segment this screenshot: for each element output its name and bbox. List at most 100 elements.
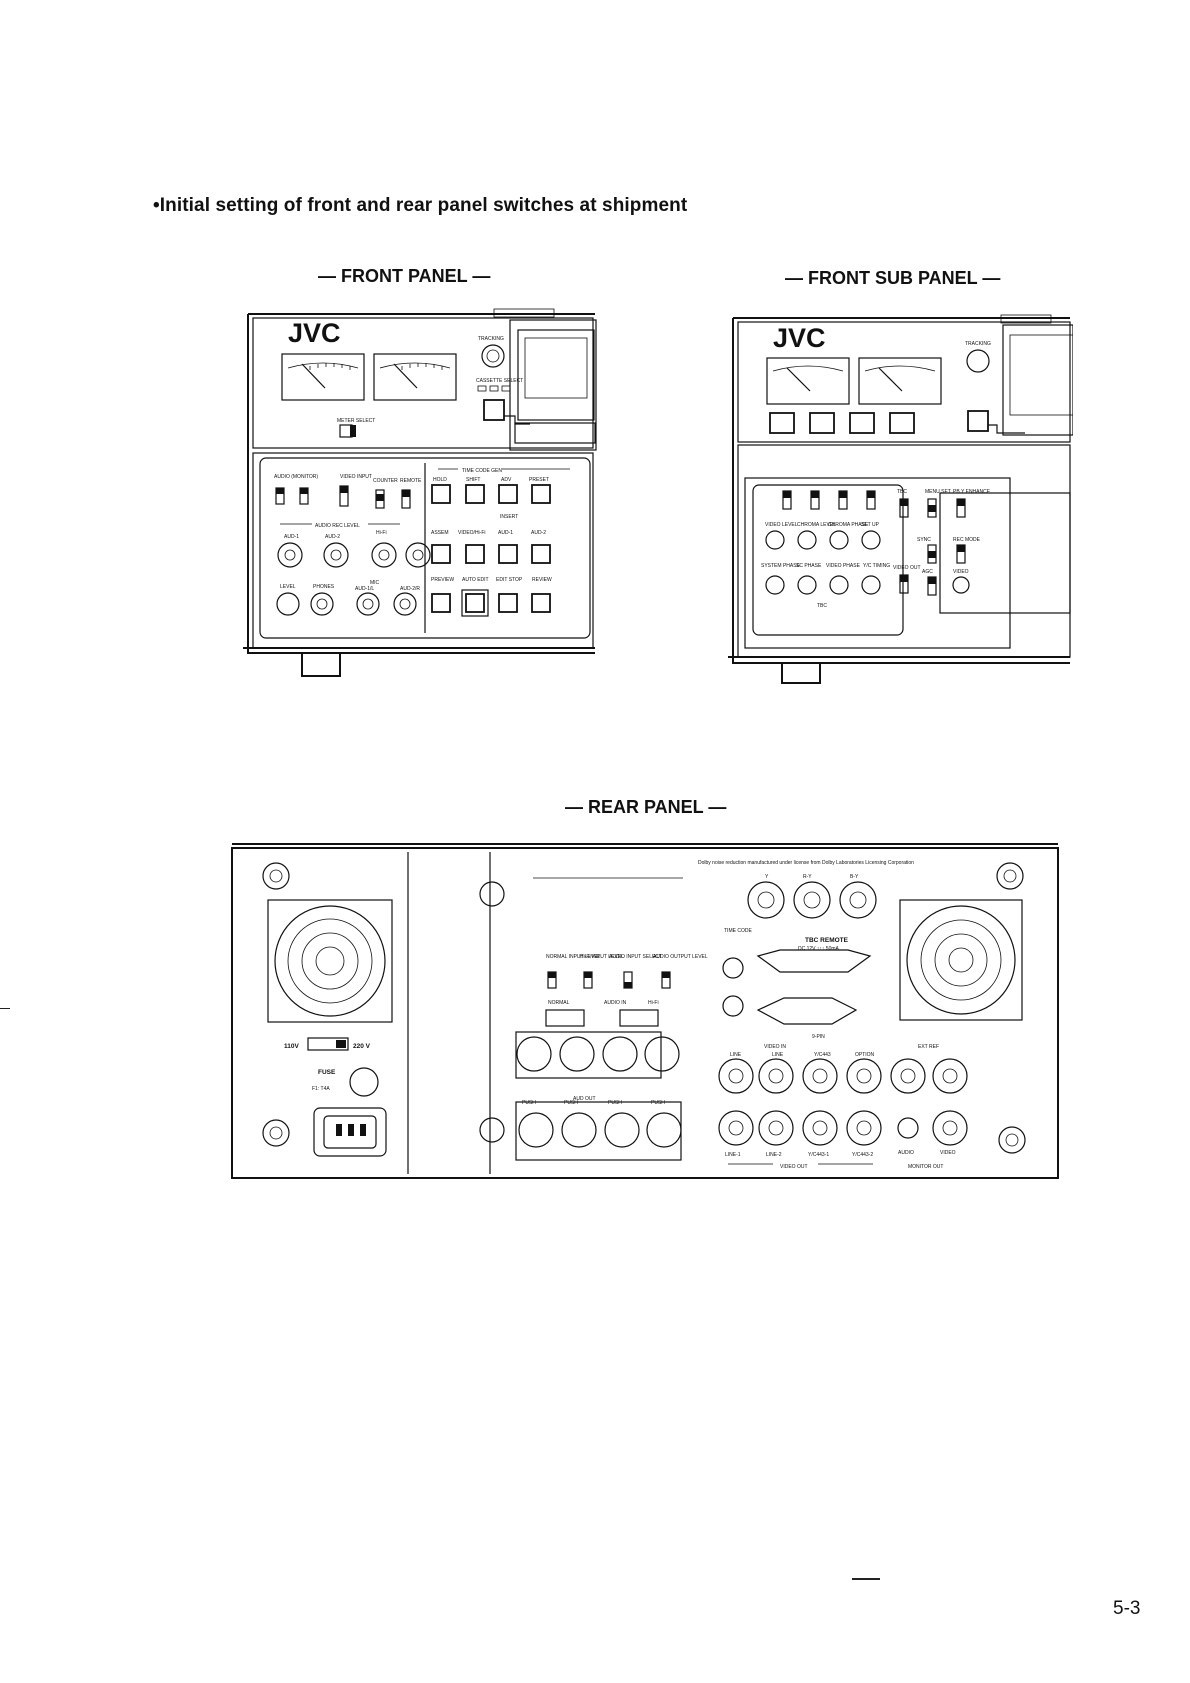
svg-text:B-Y: B-Y bbox=[850, 874, 859, 880]
tracking-knob[interactable] bbox=[481, 344, 505, 368]
svg-text:SHIFT: SHIFT bbox=[466, 477, 480, 483]
svg-text:Hi-Fi: Hi-Fi bbox=[648, 1000, 659, 1006]
assem-button[interactable] bbox=[431, 544, 451, 564]
hifi-r-level-knob[interactable] bbox=[405, 542, 431, 568]
svg-text:SET UP: SET UP bbox=[861, 522, 880, 528]
insert-aud1-button[interactable] bbox=[498, 544, 518, 564]
svg-text:AUDIO: AUDIO bbox=[898, 1150, 914, 1156]
svg-text:PUSH: PUSH bbox=[522, 1100, 536, 1106]
auto-edit-button[interactable] bbox=[465, 593, 485, 613]
phones-level-knob[interactable] bbox=[276, 592, 300, 616]
line-in-1[interactable] bbox=[718, 1058, 754, 1094]
shift-button[interactable] bbox=[465, 484, 485, 504]
by-input[interactable] bbox=[839, 881, 877, 919]
ext-ref-in[interactable] bbox=[890, 1058, 926, 1094]
video-hifi-button[interactable] bbox=[465, 544, 485, 564]
aud2-level-knob[interactable] bbox=[323, 542, 349, 568]
svg-text:PRESET: PRESET bbox=[529, 477, 549, 483]
svg-text:AUDIO OUTPUT LEVEL: AUDIO OUTPUT LEVEL bbox=[653, 954, 708, 960]
svg-text:NORMAL INPUT LEVEL: NORMAL INPUT LEVEL bbox=[546, 954, 601, 960]
yc443-in[interactable] bbox=[802, 1058, 838, 1094]
hifi-l-level-knob[interactable] bbox=[371, 542, 397, 568]
svg-text:FUSE: FUSE bbox=[318, 1069, 336, 1076]
svg-text:Y/C443: Y/C443 bbox=[814, 1052, 831, 1058]
preset-button[interactable] bbox=[531, 484, 551, 504]
line-out-1[interactable] bbox=[718, 1110, 754, 1146]
svg-text:TIME CODE: TIME CODE bbox=[724, 928, 752, 934]
yc443-out-2[interactable] bbox=[846, 1110, 882, 1146]
sub-tracking-knob[interactable] bbox=[966, 349, 990, 373]
aud1-level-knob[interactable] bbox=[277, 542, 303, 568]
svg-text:CASSETTE SELECT: CASSETTE SELECT bbox=[476, 378, 523, 384]
svg-text:CHROMA LEVEL: CHROMA LEVEL bbox=[797, 522, 836, 528]
svg-text:Dolby noise reduction manufact: Dolby noise reduction manufactured under… bbox=[698, 860, 914, 866]
preview-button[interactable] bbox=[431, 593, 451, 613]
line-in-2[interactable] bbox=[758, 1058, 794, 1094]
rear-panel-title: — REAR PANEL — bbox=[565, 797, 727, 817]
monitor-audio-out[interactable] bbox=[897, 1117, 919, 1139]
aud-out-xlr-connectors[interactable] bbox=[518, 1112, 682, 1148]
line-out-2[interactable] bbox=[758, 1110, 794, 1146]
audio-in-xlr-connectors[interactable] bbox=[516, 1036, 680, 1072]
video-phase-knob[interactable] bbox=[829, 575, 849, 595]
edit-stop-button[interactable] bbox=[498, 593, 518, 613]
svg-text:R-Y: R-Y bbox=[803, 874, 812, 880]
svg-text:Y/C443-1: Y/C443-1 bbox=[808, 1152, 829, 1158]
adv-button[interactable] bbox=[498, 484, 518, 504]
power-inlet[interactable] bbox=[313, 1107, 387, 1157]
yc443-out-1[interactable] bbox=[802, 1110, 838, 1146]
mic-aud1-jack[interactable] bbox=[356, 592, 380, 616]
y-input[interactable] bbox=[747, 881, 785, 919]
svg-text:TBC REMOTE: TBC REMOTE bbox=[805, 937, 849, 944]
eject-button[interactable] bbox=[483, 399, 505, 421]
phones-jack[interactable] bbox=[310, 592, 334, 616]
review-button[interactable] bbox=[531, 593, 551, 613]
svg-text:VIDEO LEVEL: VIDEO LEVEL bbox=[765, 522, 798, 528]
scan-mark bbox=[852, 1578, 880, 1580]
svg-text:Hi-Fi: Hi-Fi bbox=[376, 530, 387, 536]
svg-text:PB Y ENHANCE: PB Y ENHANCE bbox=[953, 489, 991, 495]
time-code-jack[interactable] bbox=[722, 957, 744, 979]
insert-aud2-button[interactable] bbox=[531, 544, 551, 564]
cassette-select-button[interactable] bbox=[477, 385, 487, 392]
svg-text:PUSH: PUSH bbox=[564, 1100, 578, 1106]
hold-button[interactable] bbox=[431, 484, 451, 504]
svg-text:VIDEO OUT: VIDEO OUT bbox=[780, 1164, 808, 1170]
sc-phase-knob[interactable] bbox=[797, 575, 817, 595]
mic-aud2-jack[interactable] bbox=[393, 592, 417, 616]
svg-text:HOLD: HOLD bbox=[433, 477, 447, 483]
svg-text:PREVIEW: PREVIEW bbox=[431, 577, 454, 583]
svg-text:DC 12V ↑↑↑ 50mA: DC 12V ↑↑↑ 50mA bbox=[798, 946, 840, 952]
option-connector[interactable] bbox=[846, 1058, 882, 1094]
svg-text:INSERT: INSERT bbox=[500, 514, 518, 520]
svg-text:VIDEO IN: VIDEO IN bbox=[764, 1044, 786, 1050]
voltage-select-switch[interactable] bbox=[307, 1037, 349, 1051]
tbc-remote-connector[interactable] bbox=[756, 949, 872, 973]
video-knob[interactable] bbox=[952, 576, 970, 594]
svg-text:AUDIO IN: AUDIO IN bbox=[604, 1000, 627, 1006]
chroma-phase-knob[interactable] bbox=[829, 530, 849, 550]
svg-text:ADV: ADV bbox=[501, 477, 512, 483]
ry-input[interactable] bbox=[793, 881, 831, 919]
ext-ref-loop[interactable] bbox=[932, 1058, 968, 1094]
svg-text:METER SELECT: METER SELECT bbox=[337, 418, 375, 424]
chroma-level-knob[interactable] bbox=[797, 530, 817, 550]
svg-text:Y/C443-2: Y/C443-2 bbox=[852, 1152, 873, 1158]
fuse-holder[interactable] bbox=[349, 1067, 379, 1097]
audio-meter-left bbox=[281, 353, 365, 401]
left-fan bbox=[274, 905, 386, 1017]
svg-text:AUD-1: AUD-1 bbox=[498, 530, 513, 536]
yc-timing-knob[interactable] bbox=[861, 575, 881, 595]
svg-text:PHONES: PHONES bbox=[313, 584, 335, 590]
video-level-knob[interactable] bbox=[765, 530, 785, 550]
monitor-video-out[interactable] bbox=[932, 1110, 968, 1146]
svg-text:AUD-2: AUD-2 bbox=[531, 530, 546, 536]
svg-text:SYSTEM PHASE: SYSTEM PHASE bbox=[761, 563, 801, 569]
svg-text:9-PIN: 9-PIN bbox=[812, 1034, 825, 1040]
svg-text:PUSH: PUSH bbox=[651, 1100, 665, 1106]
set-up-knob[interactable] bbox=[861, 530, 881, 550]
nine-pin-connector[interactable] bbox=[756, 997, 858, 1025]
system-phase-knob[interactable] bbox=[765, 575, 785, 595]
svg-text:MENU SET: MENU SET bbox=[925, 489, 951, 495]
svg-text:AUDIO (MONITOR): AUDIO (MONITOR) bbox=[274, 474, 318, 480]
